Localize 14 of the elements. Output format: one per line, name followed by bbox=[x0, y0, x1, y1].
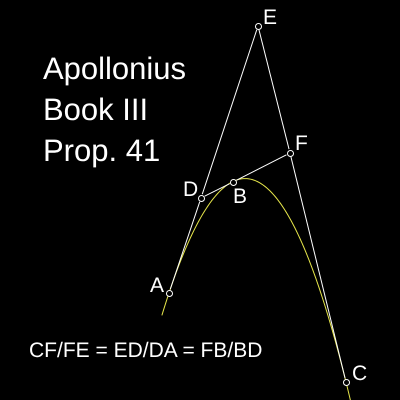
line-segment bbox=[170, 201, 200, 290]
point-label: A bbox=[150, 276, 164, 296]
line-segment bbox=[204, 183, 230, 197]
title: Apollonius Book III Prop. 41 bbox=[43, 50, 188, 170]
line-segment bbox=[290, 156, 346, 379]
line-segment bbox=[202, 29, 258, 195]
line-segment bbox=[258, 29, 290, 150]
point-label: E bbox=[263, 8, 278, 28]
point-label: C bbox=[352, 364, 368, 384]
point-label: B bbox=[233, 187, 248, 207]
point-label: F bbox=[295, 134, 308, 154]
ratio-equation: CF/FE = ED/DA = FB/BD bbox=[29, 339, 262, 363]
line-segment bbox=[236, 154, 287, 181]
point-label: D bbox=[183, 180, 198, 200]
